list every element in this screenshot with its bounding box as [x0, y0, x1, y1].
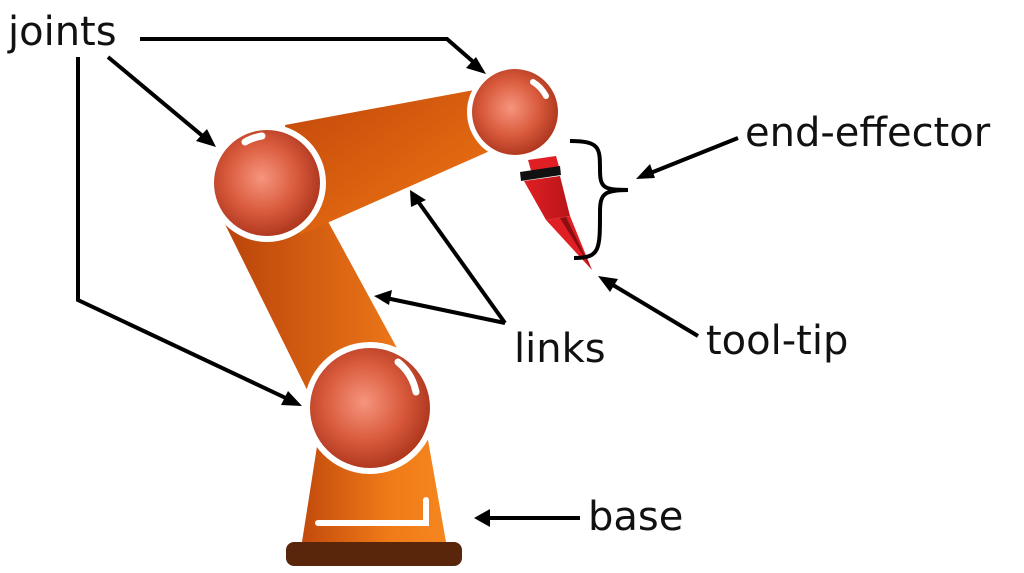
arrow-joints-to-base-joint	[76, 57, 302, 406]
label-joints: joints	[7, 9, 117, 55]
arrow-base	[474, 509, 580, 527]
label-links: links	[514, 326, 606, 372]
arrow-joints-to-wrist	[140, 37, 486, 74]
base-plate	[286, 542, 462, 566]
arrow-tool-tip	[598, 276, 700, 338]
base-highlight	[315, 497, 429, 526]
upper-link	[285, 88, 510, 235]
end-effector-tool	[520, 156, 592, 270]
arrow-links-to-upper-link	[410, 190, 507, 325]
label-base: base	[588, 494, 683, 540]
label-tool-tip: tool-tip	[706, 318, 848, 364]
arrow-joints-to-elbow	[106, 55, 216, 147]
label-end-effector: end-effector	[745, 110, 991, 156]
arrow-links-to-lower-link	[374, 290, 506, 325]
curly-brace-icon	[569, 139, 629, 260]
arrow-end-effector	[636, 136, 739, 179]
joint-base-sphere	[304, 342, 436, 474]
joint-elbow-sphere	[208, 124, 326, 242]
joint-wrist-sphere	[467, 64, 563, 160]
